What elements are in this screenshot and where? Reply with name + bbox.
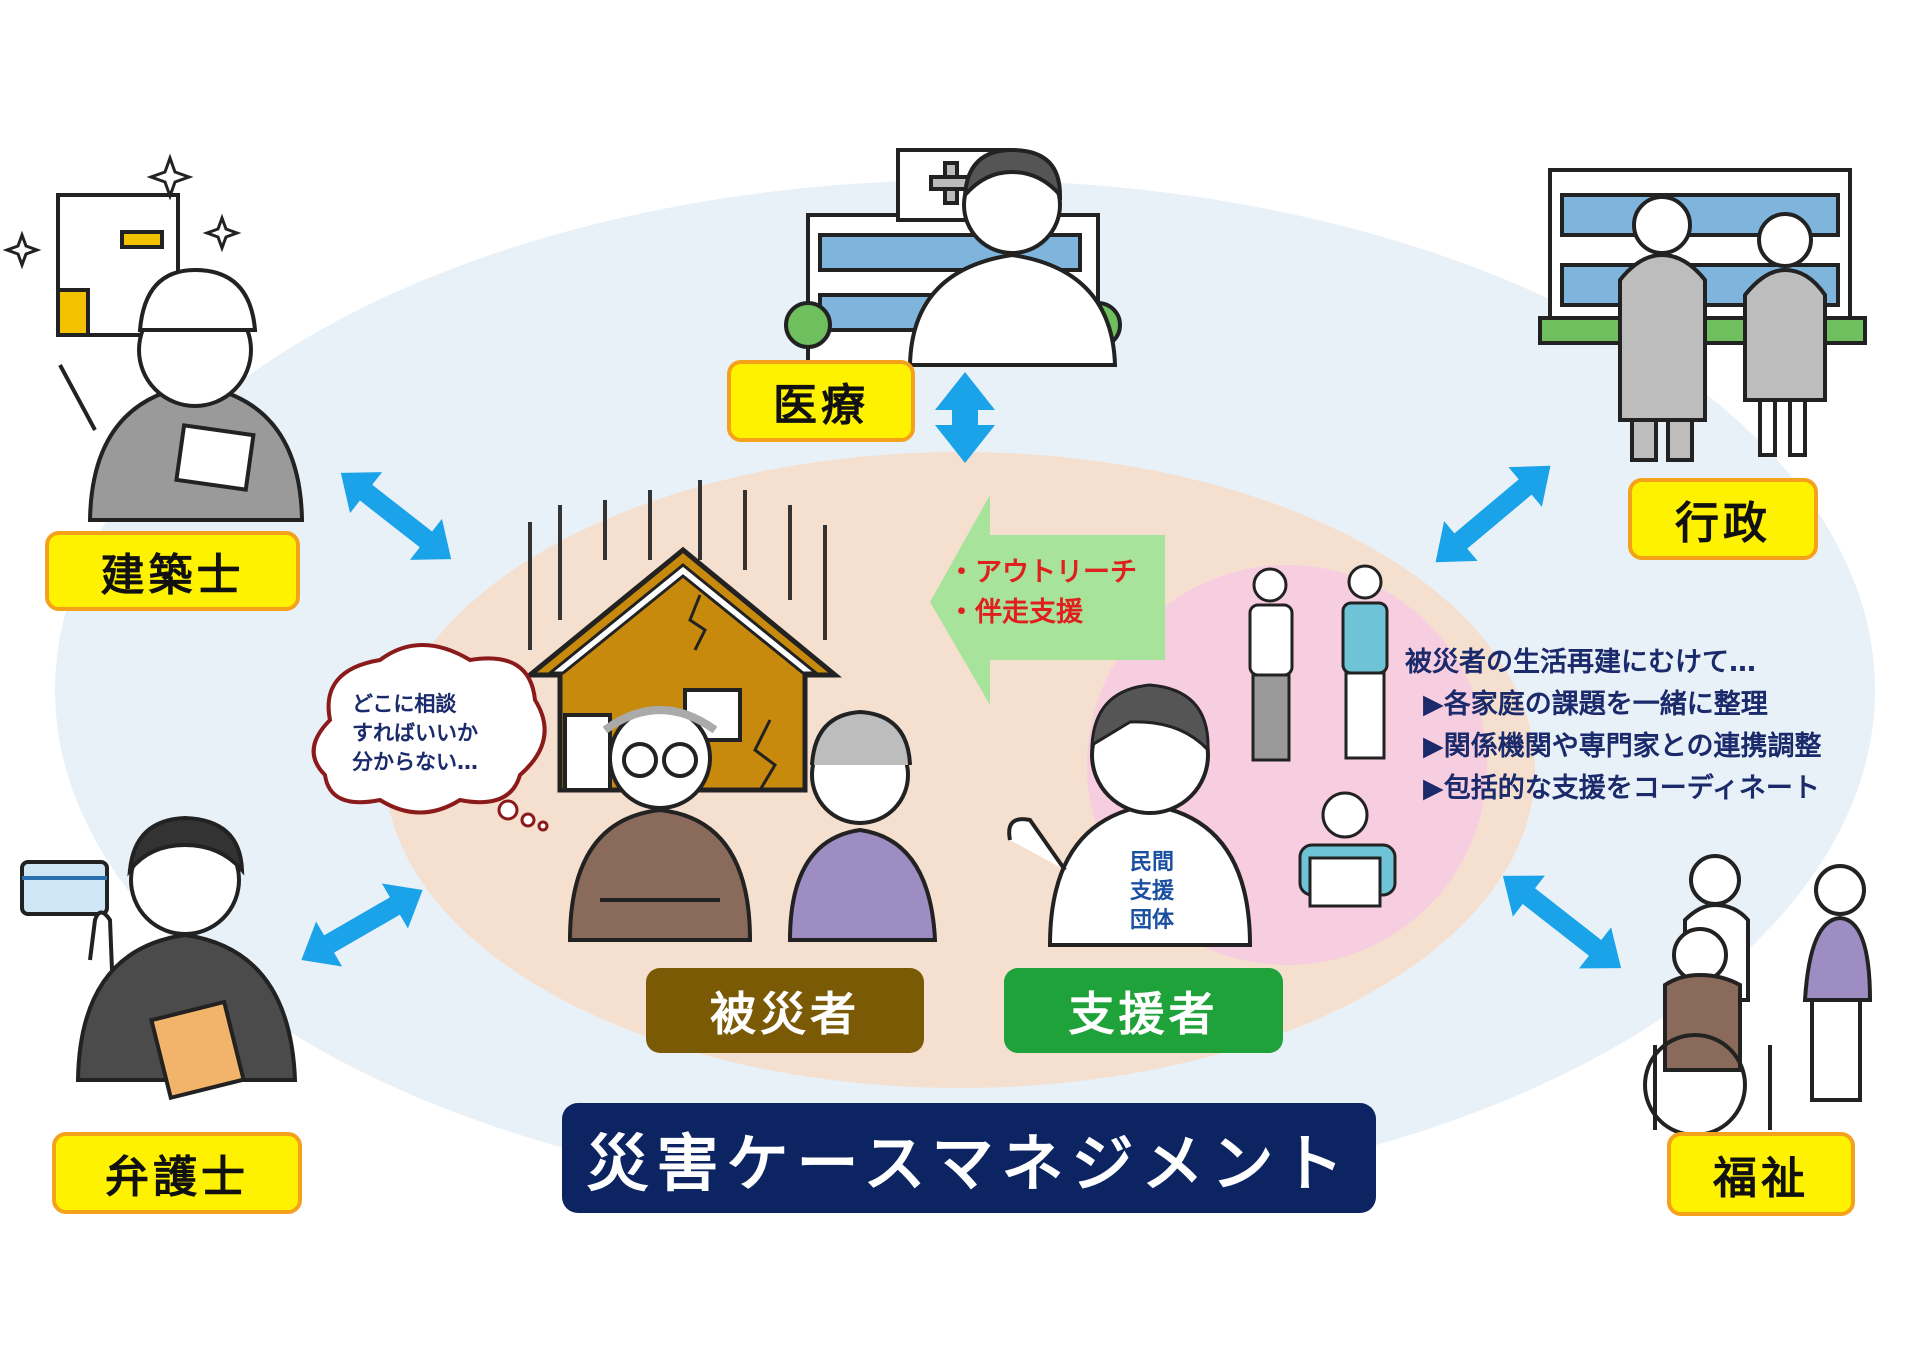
vest-line: 支援 [1129, 879, 1174, 904]
worry-thought-bubble [311, 643, 549, 832]
label-medical: 医療 [727, 360, 915, 442]
welfare-illustration [1643, 854, 1873, 1137]
vest-line: 団体 [1129, 908, 1174, 933]
bubble-line: 分からない… [352, 750, 478, 774]
support-description: 被災者の生活再建にむけて… ▶各家庭の課題を一緒に整理 ▶関係機関や専門家との連… [1405, 642, 1822, 810]
diagram-title: 災害ケースマネジメント [562, 1103, 1376, 1213]
victim-tag: 被災者 [646, 968, 924, 1053]
staff-figures-illustration [1248, 564, 1397, 908]
elderly-woman-illustration [787, 709, 938, 942]
supporter-tag: 支援者 [1004, 968, 1283, 1053]
description-item: ▶各家庭の課題を一緒に整理 [1423, 689, 1768, 720]
arrow-architect [340, 472, 452, 560]
sparkle-icon [2, 153, 242, 270]
description-item: ▶包括的な支援をコーディネート [1423, 773, 1820, 804]
bubble-line: どこに相談 [352, 692, 457, 716]
label-government: 行政 [1628, 478, 1818, 560]
architect-illustration [56, 193, 305, 522]
arrow-lawyer [301, 883, 423, 967]
description-heading: 被災者の生活再建にむけて… [1405, 647, 1756, 678]
outreach-list: ・アウトリーチ ・伴走支援 [948, 553, 1137, 633]
bubble-line: すればいいか [352, 721, 478, 745]
outreach-arrow [930, 495, 1165, 705]
supporter-illustration [1007, 683, 1253, 947]
supporter-vest-text: 民間 支援 団体 [1120, 848, 1184, 935]
vest-line: 民間 [1129, 850, 1174, 875]
label-lawyer: 弁護士 [52, 1132, 302, 1214]
elderly-man-illustration [567, 706, 753, 942]
label-architect: 建築士 [45, 531, 300, 611]
lawyer-illustration [20, 815, 298, 1101]
description-item: ▶関係機関や専門家との連携調整 [1423, 731, 1822, 762]
government-office-illustration [1538, 168, 1867, 462]
arrow-welfare [1502, 875, 1622, 969]
outreach-item: ・アウトリーチ [948, 557, 1137, 588]
worry-bubble-text: どこに相談 すればいいか 分からない… [352, 690, 532, 777]
label-welfare: 福祉 [1667, 1132, 1855, 1216]
arrow-government [1435, 465, 1551, 563]
hospital-doctor-illustration [784, 147, 1122, 367]
arrow-medical [935, 372, 995, 463]
outreach-item: ・伴走支援 [948, 597, 1083, 628]
